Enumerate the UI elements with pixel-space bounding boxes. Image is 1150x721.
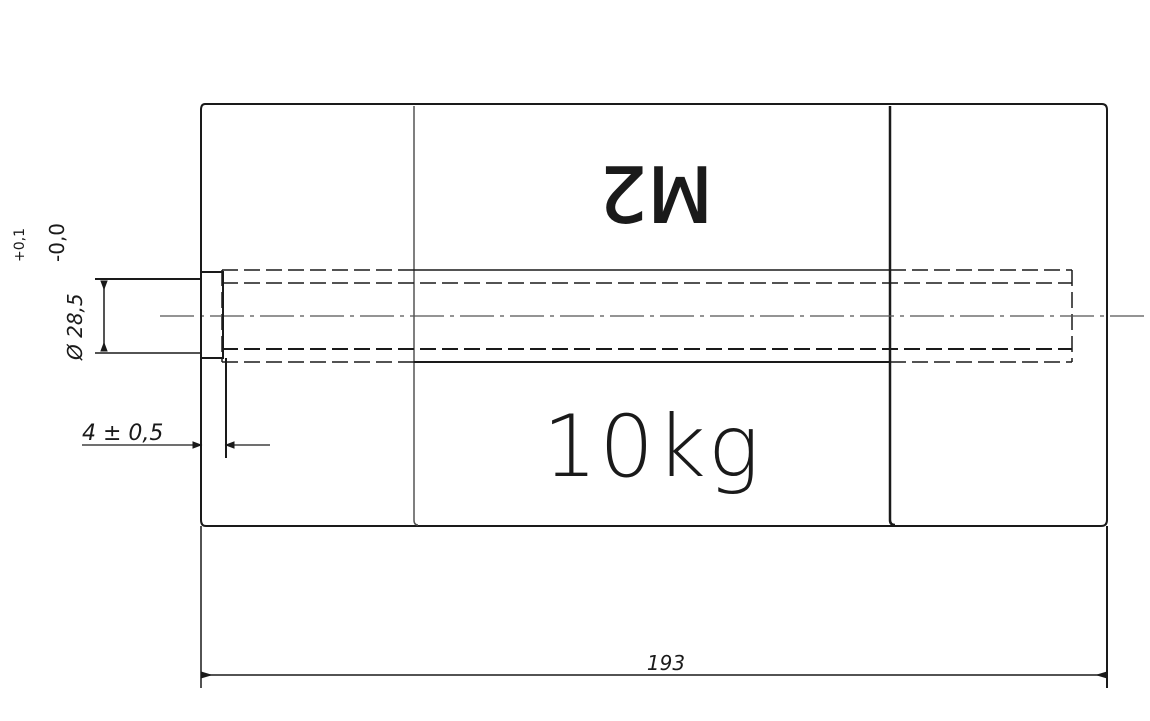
section-lines	[413, 106, 896, 527]
bore-tolerance-lower: -0,0	[45, 223, 69, 262]
tolerance-lower-group: -0,0	[45, 223, 69, 262]
weight-label: 10kg	[543, 397, 762, 497]
depth-dimension-line	[82, 358, 270, 458]
weight-body-outline	[200, 103, 1108, 527]
top-marking-text: M2	[599, 149, 713, 238]
bore-dimension-label-group: Ø 28,5	[63, 293, 87, 361]
depth-dimension-label: 4 ± 0,5	[82, 421, 163, 446]
bore-solid-lines	[414, 269, 890, 363]
bore-tolerance-upper: +0,1	[12, 228, 28, 262]
tolerance-upper-group: +0,1	[12, 228, 28, 262]
hidden-bore-lines	[221, 269, 1073, 363]
overall-length-dimension-line	[200, 526, 1108, 688]
overall-length-label: 193	[647, 651, 685, 675]
bore-dimension-label: Ø 28,5	[63, 293, 87, 361]
bore-dimension-line	[100, 280, 108, 352]
bore-plug	[95, 271, 224, 359]
